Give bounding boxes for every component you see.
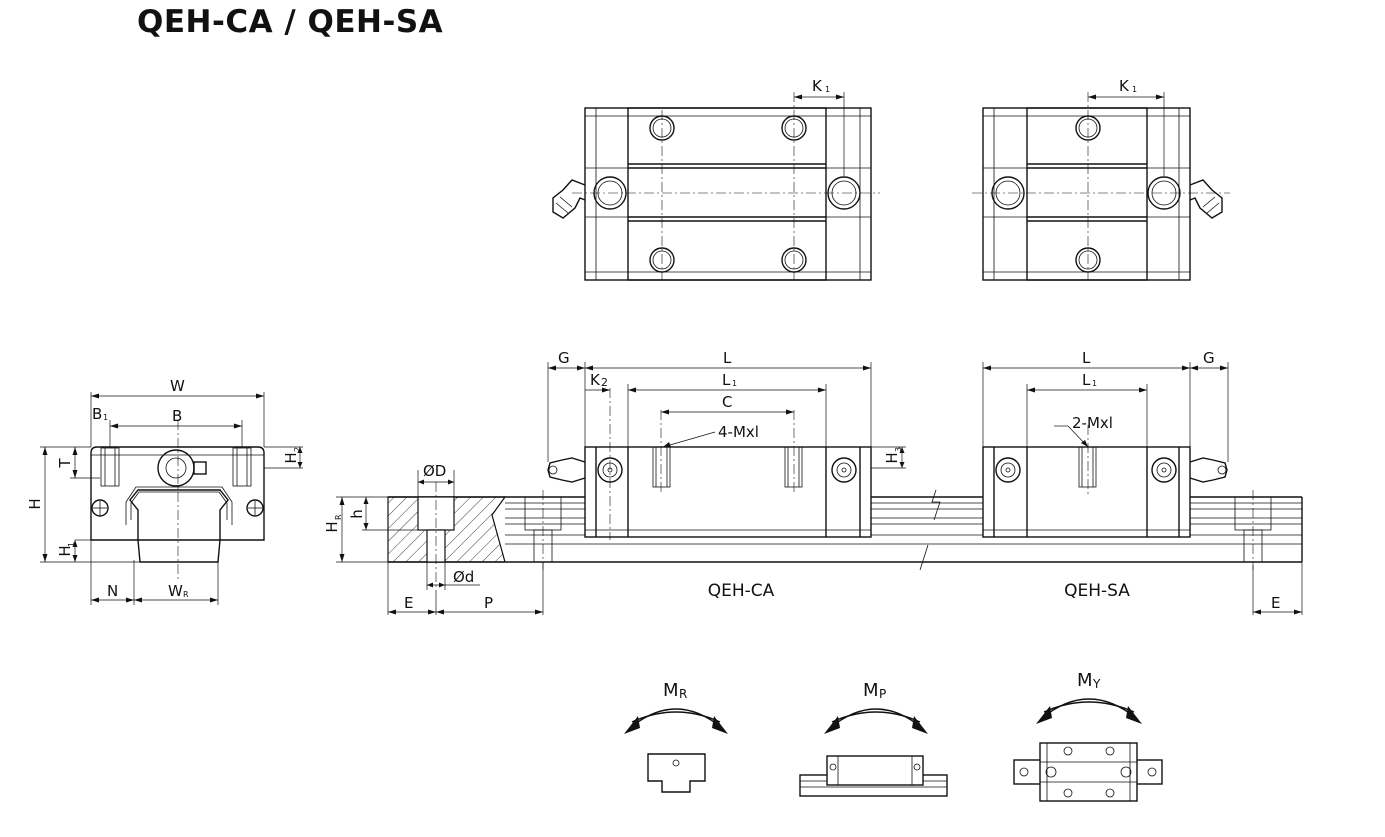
dim-b1: B bbox=[92, 405, 102, 423]
svg-text:1: 1 bbox=[1092, 379, 1097, 388]
dim-h: H bbox=[26, 498, 44, 509]
dim-h1: H bbox=[56, 545, 74, 556]
rotation-arrow-icon bbox=[629, 708, 723, 729]
svg-text:2: 2 bbox=[293, 447, 302, 452]
side-view-dimensions: G L K 2 L 1 C 4-Mxl H 3 bbox=[323, 349, 1303, 615]
dim-od-large: ØD bbox=[423, 462, 446, 480]
grease-nipple bbox=[1189, 179, 1223, 219]
end-seal-hole bbox=[831, 457, 857, 483]
caption-qeh-ca: QEH-CA bbox=[708, 581, 775, 601]
label-2-mxl: 2-Mxl bbox=[1072, 414, 1113, 432]
dim-od-small: Ød bbox=[453, 568, 474, 586]
carriage-side-icon bbox=[799, 755, 948, 797]
svg-text:M: M bbox=[1077, 670, 1093, 691]
caption-qeh-sa: QEH-SA bbox=[1064, 581, 1130, 601]
dim-g-right: G bbox=[1203, 349, 1215, 367]
dim-k2: K bbox=[590, 371, 601, 389]
svg-text:R: R bbox=[679, 687, 687, 701]
dim-h-small: h bbox=[348, 509, 366, 519]
label-4-mxl: 4-Mxl bbox=[718, 423, 759, 441]
dim-t: T bbox=[56, 458, 74, 469]
grease-nipple bbox=[1189, 457, 1228, 483]
dim-hr: H bbox=[323, 521, 341, 532]
top-view-ca: K 1 bbox=[552, 77, 880, 281]
dim-g-left: G bbox=[558, 349, 570, 367]
dim-e-left: E bbox=[404, 594, 413, 612]
dim-l-ca: L bbox=[723, 349, 732, 367]
svg-text:3: 3 bbox=[894, 447, 903, 452]
dim-n: N bbox=[107, 582, 118, 600]
carriage-top-icon bbox=[1013, 742, 1163, 802]
end-screw bbox=[246, 499, 264, 517]
dim-e-right: E bbox=[1271, 594, 1280, 612]
rotation-arrow-icon bbox=[829, 708, 923, 729]
svg-text:Y: Y bbox=[1092, 677, 1101, 691]
dim-h3: H bbox=[883, 452, 901, 463]
dim-h2: H bbox=[282, 452, 300, 463]
svg-text:R: R bbox=[183, 590, 189, 599]
dim-wr: W bbox=[168, 582, 183, 600]
rotation-arrow-icon bbox=[1041, 698, 1137, 719]
side-view-ca bbox=[547, 388, 872, 540]
moment-mp: M P bbox=[799, 680, 948, 797]
side-view-rail bbox=[387, 482, 1303, 590]
svg-text:1: 1 bbox=[732, 379, 737, 388]
svg-text:R: R bbox=[334, 514, 343, 520]
top-view-sa: K 1 bbox=[972, 77, 1230, 281]
grease-nipple bbox=[552, 179, 586, 219]
svg-text:M: M bbox=[863, 680, 879, 701]
svg-text:2: 2 bbox=[601, 376, 608, 389]
grease-port bbox=[157, 449, 207, 487]
svg-text:1: 1 bbox=[67, 542, 76, 547]
dim-l1-ca: L bbox=[722, 371, 731, 389]
svg-text:1: 1 bbox=[103, 413, 108, 422]
dim-p: P bbox=[484, 594, 493, 612]
end-view: W B B 1 H T H 1 H 2 bbox=[26, 377, 303, 605]
svg-text:1: 1 bbox=[1132, 85, 1137, 94]
dim-w: W bbox=[170, 377, 185, 395]
svg-text:1: 1 bbox=[825, 85, 830, 94]
svg-text:M: M bbox=[663, 680, 679, 701]
dim-c: C bbox=[722, 393, 732, 411]
svg-text:P: P bbox=[879, 687, 886, 701]
grease-nipple bbox=[547, 457, 586, 483]
carriage-end-icon bbox=[647, 753, 706, 793]
dim-b: B bbox=[172, 407, 182, 425]
end-seal-hole bbox=[995, 457, 1021, 483]
page-title: QEH-CA / QEH-SA bbox=[137, 4, 444, 40]
dim-k1-sa: K bbox=[1119, 77, 1130, 95]
moment-mr: M R bbox=[624, 680, 728, 793]
moment-my: M Y bbox=[1013, 670, 1163, 802]
end-seal-hole bbox=[1151, 457, 1177, 483]
dim-k1-ca: K bbox=[812, 77, 823, 95]
dim-l-sa: L bbox=[1082, 349, 1091, 367]
dim-l1-sa: L bbox=[1082, 371, 1091, 389]
end-screw bbox=[91, 499, 109, 517]
side-view-sa bbox=[982, 425, 1228, 538]
